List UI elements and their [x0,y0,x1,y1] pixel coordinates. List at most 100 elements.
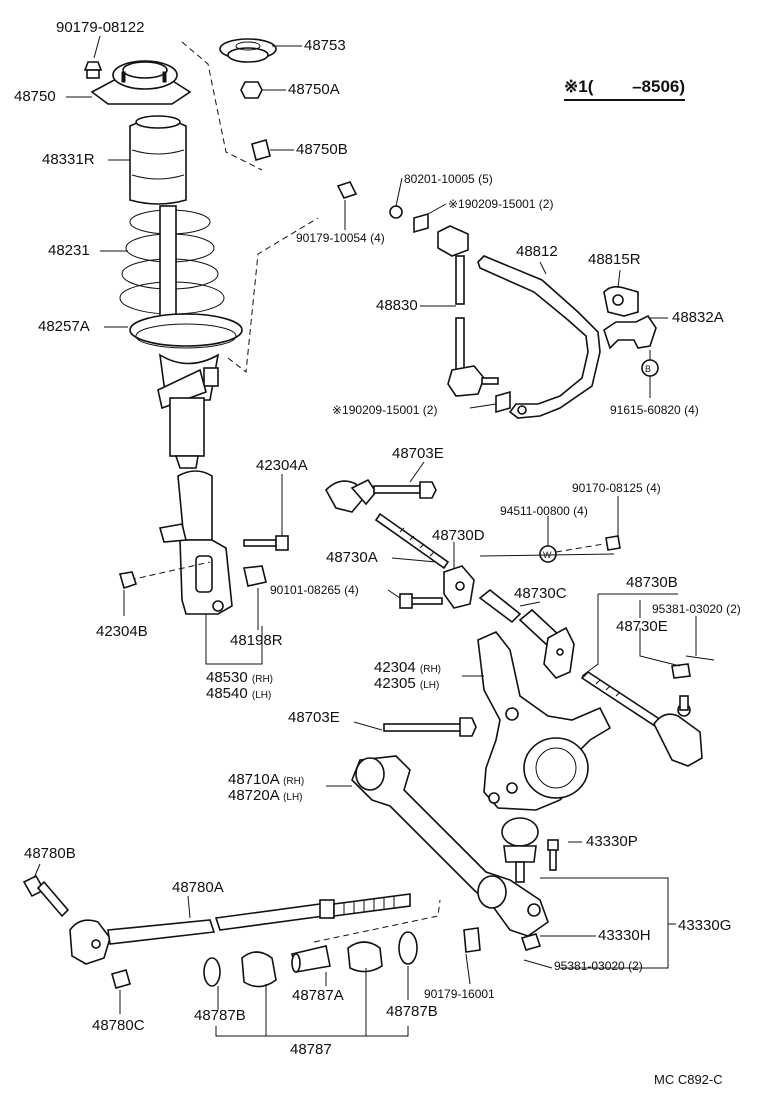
mark-b-circle [641,359,659,377]
strut-nut-42304B [118,571,138,590]
label-48787: 48787 [290,1041,332,1058]
steering-knuckle [477,631,612,811]
label-48730B: 48730B [626,574,678,591]
label-48257A: 48257A [38,318,90,335]
side-tag-lh: (LH) [251,690,272,701]
strut-rod-nut-90179 [463,927,481,953]
ball-joint-43330P [501,817,559,883]
label-48750: 48750 [14,88,56,105]
label-90179-10054: 90179-10054 (4) [296,231,385,245]
label-48753: 48753 [304,37,346,54]
strut-cam-48198R [243,565,267,587]
stabilizer-bracket [603,314,657,350]
label-80201-10005: 80201-10005 (5) [404,172,493,186]
label-90179-08122: 90179-08122 [56,19,145,36]
bolt-48703E-bottom [383,717,477,737]
label-90170-08125: 90170-08125 (4) [572,481,661,495]
label-48830: 48830 [376,297,418,314]
label-48703E-top: 48703E [392,445,444,462]
bolt-90101 [399,593,443,609]
label-48730D: 48730D [432,527,485,544]
strut-rod-nut-48780C [111,969,131,989]
label-48198R: 48198R [230,632,283,649]
retainer-bottom [495,390,511,414]
strut-mount [90,60,192,105]
label-91615-60820: 91615-60820 (4) [610,403,699,417]
mark-b: B [645,364,652,374]
label-48703E-bottom: 48703E [288,709,340,726]
label-48750B: 48750B [296,141,348,158]
label-48720A: 48720A (LH) [228,788,303,806]
turnbuckle-48730D [443,565,475,609]
mount-bush-48750B [251,139,271,161]
label-48787B-left: 48787B [194,1007,246,1024]
mark-w: W [543,550,552,560]
strut-mount-nut [83,61,103,79]
cotter-pin-bottom [523,959,553,969]
label-48540: 48540 (LH) [206,686,271,704]
applicability-note: ※1( –8506) [564,72,686,101]
label-48832A: 48832A [672,309,724,326]
cotter-pin-top [685,655,715,661]
stabilizer-bush [603,285,639,317]
spring-bumper [129,115,187,205]
leader-lines [33,35,697,1037]
strut-bolt-42304A [243,535,289,551]
label-48787B-right: 48787B [386,1003,438,1020]
retainer-top [413,212,429,234]
label-48780B: 48780B [24,845,76,862]
washer-80201 [389,205,403,219]
link-48730C [478,588,575,679]
lower-control-arm [351,755,549,937]
label-48231: 48231 [48,242,90,259]
label-190209-15001-bottom: ※190209-15001 (2) [332,403,438,417]
label-43330G: 43330G [678,917,732,934]
label-48530-number: 48530 [206,669,248,686]
side-tag-rh: (RH) [251,674,273,685]
coil-spring [119,205,225,317]
label-42304-number: 42304 [374,659,416,676]
label-48730E: 48730E [616,618,668,635]
label-48540-number: 48540 [206,685,248,702]
strut-assembly [129,313,243,469]
label-48780A: 48780A [172,879,224,896]
label-48780C: 48780C [92,1017,145,1034]
side-tag-lh: (LH) [283,792,303,803]
stab-nut [336,181,358,199]
label-42304A: 42304A [256,457,308,474]
label-48787A: 48787A [292,987,344,1004]
side-tag-lh: (LH) [419,680,440,691]
drawing-code: MC C892-C [654,1072,723,1087]
label-42304: 42304 (RH) [374,660,441,678]
mount-nut-48750A [240,81,263,99]
label-48730A: 48730A [326,549,378,566]
shock-absorber [158,470,233,615]
castle-nut-48730E [671,663,691,679]
nut-43330H [520,933,542,951]
label-90101-08265: 90101-08265 (4) [270,583,359,597]
bolt-48703E-top [373,481,437,499]
label-90179-16001: 90179-16001 [424,987,495,1001]
nut-90170 [605,535,621,551]
side-tag-rh: (RH) [419,664,441,675]
label-48331R: 48331R [42,151,95,168]
label-48720A-number: 48720A [228,787,279,804]
upper-support-seat [219,38,277,63]
arm-48730 [325,478,377,513]
side-tag-rh: (RH) [283,776,305,787]
strut-rod-cushion [203,931,418,988]
strut-rod-bolt [22,874,70,918]
label-48815R: 48815R [588,251,641,268]
label-95381-03020-top: 95381-03020 (2) [652,602,741,616]
label-43330H: 43330H [598,927,651,944]
strut-rod-48780A [69,893,411,965]
label-48710A: 48710A (RH) [228,772,304,790]
adjust-rod-48730A [374,512,450,570]
label-190209-15001-top: ※190209-15001 (2) [448,197,554,211]
label-48710A-number: 48710A [228,771,279,788]
label-94511-00800: 94511-00800 (4) [500,504,588,518]
stabilizer-bar [477,255,601,419]
label-95381-03020-bottom: 95381-03020 (2) [554,959,643,973]
